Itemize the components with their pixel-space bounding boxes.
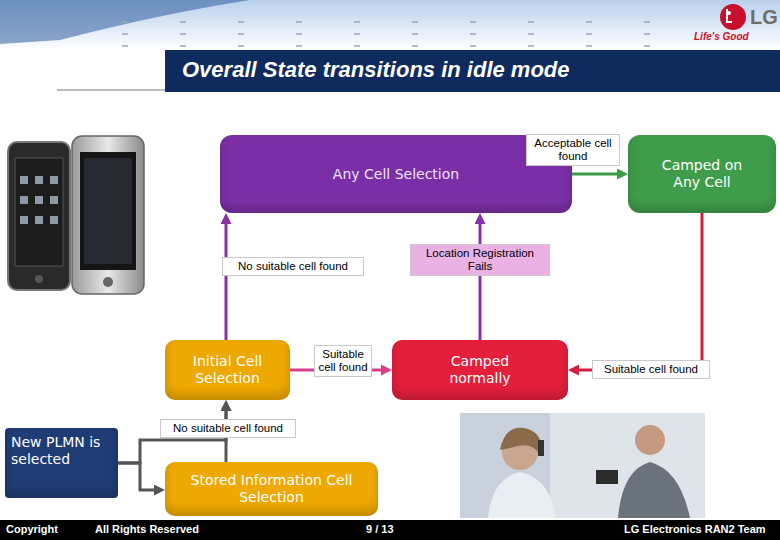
logo-text: LG [750,6,778,29]
trigger-box: New PLMN is selected [5,428,118,498]
state-box: Camped on Any Cell [628,135,776,213]
transition-arrow [225,219,228,340]
state-box: Stored Information Cell Selection [165,462,378,516]
transition-label: Acceptable cell found [526,134,620,166]
logo-mark [727,9,732,22]
state-box: Camped normally [392,340,568,400]
logo-circle [720,4,746,30]
phone-illustration [8,136,144,294]
title-underline [57,90,165,91]
footer-team: LG Electronics RAN2 Team [624,523,766,535]
transition-label: No suitable cell found [160,419,296,438]
state-box: Initial Cell Selection [165,340,290,400]
state-box: Any Cell Selection [220,135,572,213]
title-bar [165,50,780,92]
state-label: Stored Information Cell Selection [177,472,367,506]
state-label: New PLMN is selected [11,434,111,468]
footer-copyright: Copyright [6,523,58,535]
state-label: Camped on Any Cell [647,157,757,191]
state-label: Camped normally [425,353,535,387]
footer-rights: All Rights Reserved [95,523,199,535]
header-swoosh [0,0,250,44]
logo-slogan: Life's Good [694,31,749,42]
state-label: Any Cell Selection [333,166,459,183]
transition-arrow [118,463,159,490]
transition-arrow [574,213,702,370]
state-label: Initial Cell Selection [171,353,284,387]
people-photo [460,413,705,518]
transition-label: Suitable cell found [314,345,372,377]
transition-label: No suitable cell found [222,257,364,276]
header-band [0,0,780,50]
footer-band [0,520,780,540]
transition-label: Location Registration Fails [410,244,550,276]
header-ticks [122,22,650,46]
transition-label: Suitable cell found [592,360,710,379]
page-number: 9 / 13 [366,523,394,535]
transition-arrow [572,173,622,176]
transition-arrow [479,219,482,340]
slide-title: Overall State transitions in idle mode [182,57,570,83]
